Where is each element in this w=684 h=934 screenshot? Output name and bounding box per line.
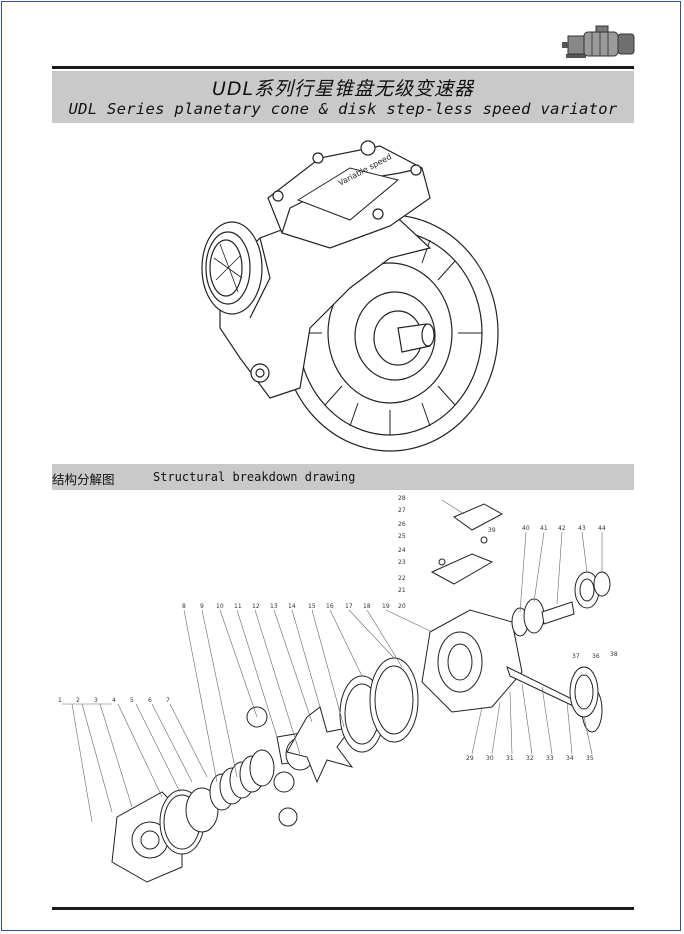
part-label: 44	[598, 525, 606, 532]
part-label: 3	[94, 697, 98, 704]
bottom-rule	[52, 907, 634, 910]
part-label: 24	[398, 547, 406, 554]
part-label: 25	[398, 533, 406, 540]
part-label: 1	[58, 697, 62, 704]
part-label: 14	[288, 603, 296, 610]
part-label: 43	[578, 525, 586, 532]
part-label: 13	[270, 603, 278, 610]
part-label: 27	[398, 507, 406, 514]
section-title-english: Structural breakdown drawing	[153, 470, 356, 484]
part-label: 21	[398, 587, 406, 594]
part-label: 16	[326, 603, 334, 610]
part-label: 11	[234, 603, 242, 610]
part-label: 8	[182, 603, 186, 610]
part-label: 4	[112, 697, 116, 704]
part-label: 36	[592, 653, 600, 660]
part-label: 12	[252, 603, 260, 610]
title-chinese: UDL系列行星锥盘无级变速器	[211, 78, 475, 100]
part-label: 15	[308, 603, 316, 610]
part-label: 30	[486, 755, 494, 762]
part-label: 42	[558, 525, 566, 532]
part-label: 20	[398, 603, 406, 610]
part-label: 7	[166, 697, 170, 704]
part-label: 29	[466, 755, 474, 762]
part-label: 5	[130, 697, 134, 704]
part-label: 38	[610, 651, 618, 658]
title-bar: UDL系列行星锥盘无级变速器 UDL Series planetary cone…	[52, 71, 634, 123]
part-label: 35	[586, 755, 594, 762]
part-label: 26	[398, 521, 406, 528]
part-label: 2	[76, 697, 80, 704]
part-label: 19	[382, 603, 390, 610]
part-label: 22	[398, 575, 406, 582]
part-label: 23	[398, 559, 406, 566]
top-rule	[52, 66, 634, 69]
part-label: 41	[540, 525, 548, 532]
part-label: 18	[363, 603, 371, 610]
part-label: 9	[200, 603, 204, 610]
part-label: 40	[522, 525, 530, 532]
part-label: 17	[345, 603, 353, 610]
part-label: 28	[398, 495, 406, 502]
section-title-chinese: 结构分解图	[52, 472, 115, 487]
part-label: 31	[506, 755, 514, 762]
section-bar: 结构分解图 Structural breakdown drawing	[52, 464, 634, 490]
part-label: 34	[566, 755, 574, 762]
title-english: UDL Series planetary cone & disk step-le…	[68, 100, 618, 118]
exploded-view-drawing: 1 2 3 4 5 6 7 8 9 10 11 12 13 14 15 16 1…	[58, 495, 618, 883]
part-label: 32	[526, 755, 534, 762]
part-label: 6	[148, 697, 152, 704]
variator-product-drawing: Variable speed	[201, 140, 499, 452]
motor-logo-icon	[562, 25, 635, 58]
part-label: 37	[572, 653, 580, 660]
part-label: 33	[546, 755, 554, 762]
part-label: 39	[488, 527, 496, 534]
part-label: 10	[216, 603, 224, 610]
